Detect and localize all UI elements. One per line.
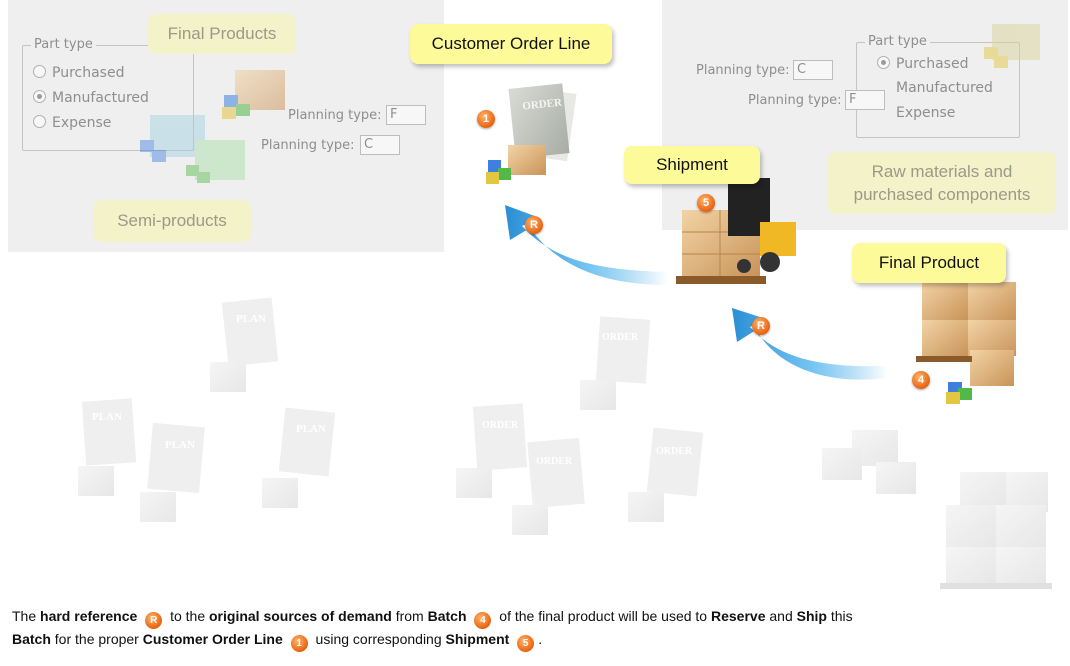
faded-boxes — [822, 430, 1052, 589]
radio-icon — [33, 115, 46, 128]
raw-materials-bubble: Raw materials and purchased components — [828, 152, 1056, 214]
badge-shipment-inline: 5 — [517, 635, 535, 652]
radio-icon — [33, 65, 46, 78]
planning-type-label: Planning type: — [288, 108, 382, 123]
semi-products-bubble: Semi-products — [93, 200, 251, 242]
reference-arrow-top — [505, 205, 668, 285]
faded-order-documents: ORDER ORDER ORDER ORDER — [456, 316, 704, 535]
radio-expense[interactable]: Expense — [896, 105, 956, 121]
left-panel: Part type Purchased Manufactured Expense… — [8, 0, 444, 252]
planning-type-field[interactable]: F — [386, 105, 426, 125]
part-type-group: Part type Purchased Manufactured Expense — [856, 34, 1020, 138]
final-product-bubble: Final Product — [852, 243, 1006, 283]
order-doc-label: ORDER — [656, 446, 693, 457]
plan-doc-label: PLAN — [296, 423, 326, 435]
final-product-pallet-icon — [916, 282, 1016, 404]
planning-type-field[interactable]: C — [793, 60, 833, 80]
plan-doc-label: PLAN — [165, 439, 195, 451]
illustration: ORDER PLAN PLAN PLAN PLAN — [78, 24, 1052, 589]
final-product-box-icon — [222, 70, 285, 119]
forklift-icon — [676, 178, 796, 284]
final-products-bubble: Final Products — [148, 14, 296, 54]
part-type-legend: Part type — [865, 34, 930, 49]
planning-type-label: Planning type: — [748, 93, 842, 108]
order-doc-label: ORDER — [536, 456, 573, 467]
badge-reference: R — [752, 317, 770, 335]
shipment-bubble: Shipment — [624, 146, 760, 184]
radio-purchased[interactable]: Purchased — [877, 55, 968, 72]
reference-arrow-bottom — [732, 308, 888, 380]
radio-selected-icon — [33, 90, 46, 103]
badge-customer-order: 1 — [477, 110, 495, 128]
part-type-legend: Part type — [31, 37, 96, 52]
raw-material-box-icon — [984, 24, 1040, 68]
faded-plan-documents: PLAN PLAN PLAN PLAN — [78, 297, 336, 522]
badge-batch: 4 — [912, 371, 930, 389]
customer-order-line-bubble: Customer Order Line — [410, 24, 612, 64]
radio-purchased[interactable]: Purchased — [33, 64, 124, 81]
plan-doc-label: PLAN — [236, 313, 266, 325]
planning-type-field[interactable]: C — [360, 135, 400, 155]
badge-batch-inline: 4 — [474, 612, 492, 629]
radio-selected-icon — [877, 56, 890, 69]
radio-manufactured[interactable]: Manufactured — [33, 89, 149, 106]
radio-manufactured[interactable]: Manufactured — [896, 80, 993, 96]
caption: The hard reference R to the original sou… — [12, 606, 1062, 652]
order-doc-label: ORDER — [482, 420, 519, 431]
badge-customer-order-inline: 1 — [290, 635, 308, 652]
badge-shipment: 5 — [697, 194, 715, 212]
semi-product-box-icon — [140, 115, 245, 183]
order-doc-label: ORDER — [522, 96, 564, 112]
planning-type-label: Planning type: — [261, 138, 355, 153]
plan-doc-label: PLAN — [92, 411, 122, 423]
part-type-group: Part type Purchased Manufactured Expense — [22, 37, 194, 151]
badge-reference: R — [525, 216, 543, 234]
planning-type-field[interactable]: F — [845, 90, 885, 110]
radio-expense[interactable]: Expense — [33, 114, 111, 131]
order-document-icon: ORDER — [486, 83, 577, 184]
order-doc-label: ORDER — [602, 332, 639, 343]
planning-type-label: Planning type: — [696, 63, 790, 78]
badge-reference-inline: R — [145, 612, 163, 629]
